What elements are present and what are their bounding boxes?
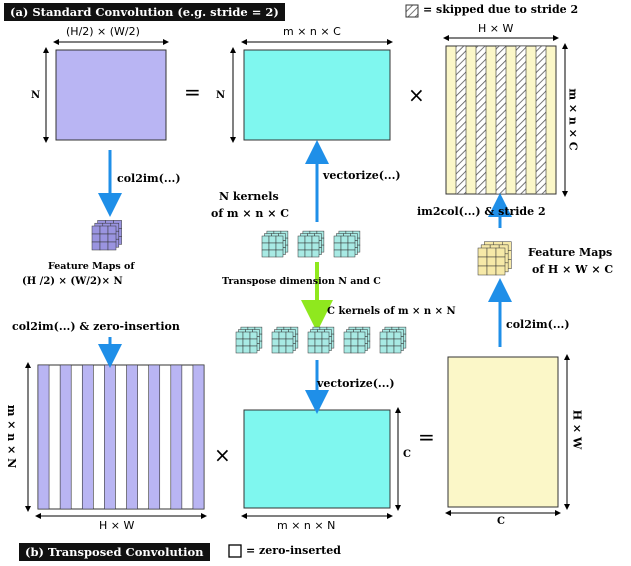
top-input-dim-right: m × n × C — [566, 88, 580, 151]
bottom-left-dim-bottom: H × W — [99, 519, 135, 532]
skipped-column — [535, 45, 547, 195]
bottom-times: × — [214, 443, 231, 467]
skipped-column — [455, 45, 467, 195]
vectorize-label-bottom: vectorize(...) — [317, 377, 395, 390]
fm-right-line1: Feature Maps — [528, 246, 613, 259]
col2im-zero-label: col2im(...) & zero-insertion — [12, 320, 180, 333]
bottom-kernel-dim-bottom: m × n × N — [277, 519, 336, 532]
kernel-block — [297, 230, 325, 258]
kernel-block — [235, 326, 263, 354]
kernel-block — [333, 230, 361, 258]
fm-small-line2: (H /2) × (W/2)× N — [22, 276, 123, 287]
col2im-label-top: col2im(...) — [117, 172, 181, 185]
c-kernels-label: C kernels of m × n × N — [327, 306, 456, 317]
transpose-label: Transpose dimension N and C — [222, 276, 381, 287]
bottom-output-matrix — [445, 354, 570, 516]
kernel-block — [379, 326, 407, 354]
top-times: × — [408, 83, 425, 107]
zero-legend-swatch — [228, 544, 242, 558]
data-column — [59, 364, 72, 510]
skipped-column — [475, 45, 487, 195]
feature-map-small-icon — [91, 220, 122, 251]
skipped-column — [495, 45, 507, 195]
bottom-left-matrix — [25, 362, 207, 519]
bottom-output-dim-bottom: C — [497, 516, 505, 527]
section-b-title: (b) Transposed Convolution — [19, 543, 210, 561]
data-column — [192, 364, 205, 510]
data-column — [37, 364, 50, 510]
n-kernels-line1: N kernels — [219, 190, 279, 203]
im2col-label: im2col(...) & stride 2 — [417, 205, 546, 218]
data-column — [104, 364, 116, 510]
top-output-matrix — [43, 39, 169, 143]
section-a-title: (a) Standard Convolution (e.g. stride = … — [4, 3, 285, 21]
bottom-kernel-matrix — [241, 407, 401, 519]
top-equals: = — [184, 80, 201, 104]
data-column — [170, 364, 183, 510]
kernel-block — [343, 326, 371, 354]
kernel-block — [271, 326, 299, 354]
top-output-dim-left: N — [31, 90, 41, 101]
top-input-dim-top: H × W — [478, 22, 514, 35]
skip-legend-label: = skipped due to stride 2 — [423, 3, 579, 16]
top-kernel-dim-left: N — [216, 90, 226, 101]
n-kernels-line2: of m × n × C — [211, 207, 290, 220]
bottom-left-dim-left: m × n × N — [5, 404, 19, 469]
skipped-column — [515, 45, 527, 195]
fm-small-line1: Feature Maps of — [48, 261, 135, 272]
data-column — [148, 364, 161, 510]
vectorize-label-top: vectorize(...) — [323, 169, 401, 182]
feature-map-large-icon — [477, 241, 512, 276]
top-kernel-matrix — [230, 39, 393, 143]
top-input-matrix — [443, 35, 568, 197]
bottom-kernel-dim-right: C — [403, 449, 411, 460]
bottom-equals: = — [418, 425, 435, 449]
kernel-block — [261, 230, 289, 258]
col2im-label-right: col2im(...) — [506, 318, 570, 331]
skip-legend-swatch — [405, 4, 419, 18]
kernel-block — [307, 326, 335, 354]
zero-legend-label: = zero-inserted — [246, 544, 341, 557]
data-column — [81, 364, 94, 510]
data-column — [126, 364, 138, 510]
top-kernel-dim-top: m × n × C — [283, 25, 341, 38]
fm-right-line2: of H × W × C — [532, 263, 614, 276]
top-output-dim-top: (H/2) × (W/2) — [66, 25, 140, 38]
bottom-output-dim-right: H × W — [570, 409, 584, 450]
